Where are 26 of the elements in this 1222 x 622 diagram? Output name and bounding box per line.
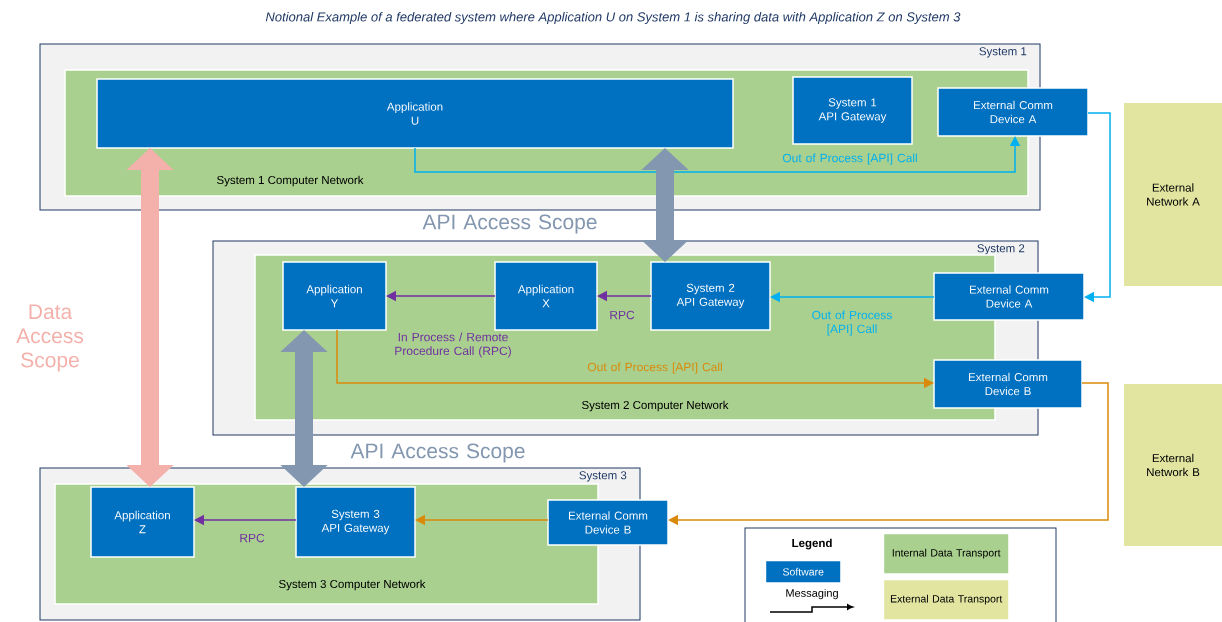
edge-label: Out of Process [API] Call xyxy=(587,362,722,374)
external-network-box: External Network B xyxy=(1124,384,1222,546)
software-box: Application Z xyxy=(90,486,195,558)
edge-label: Out of Process [API] Call xyxy=(782,153,917,165)
software-box: External Comm Device B xyxy=(933,359,1083,409)
edge-label: In Process / Remote Procedure Call (RPC) xyxy=(395,332,511,358)
edge-label: API Access Scope xyxy=(422,214,597,234)
software-box: Application X xyxy=(494,261,598,331)
legend-text: Messaging xyxy=(786,588,838,600)
software-box: Application Y xyxy=(282,261,387,331)
title: Notional Example of a federated system where Application U on System 1 is sharing data with Application Z on System 3 xyxy=(265,11,961,25)
edge-label: API Access Scope xyxy=(350,443,525,463)
arrow xyxy=(668,382,1109,526)
software-box: System 3 API Gateway xyxy=(295,486,416,558)
edge-label: Data Access Scope xyxy=(16,304,84,372)
software-box: System 2 API Gateway xyxy=(650,261,771,331)
software-box: External Comm Device B xyxy=(547,499,669,546)
arrow xyxy=(1084,112,1111,303)
external-network-box: External Network A xyxy=(1124,103,1222,286)
software-box: Application U xyxy=(96,78,734,149)
software-box: External Comm Device A xyxy=(933,272,1085,321)
software-box: External Comm Device A xyxy=(937,87,1089,137)
edge-label: RPC xyxy=(240,533,265,543)
edge-label: RPC xyxy=(610,310,635,320)
edge-label: Out of Process [API] Call xyxy=(812,310,892,336)
software-box: System 1 API Gateway xyxy=(792,76,913,145)
